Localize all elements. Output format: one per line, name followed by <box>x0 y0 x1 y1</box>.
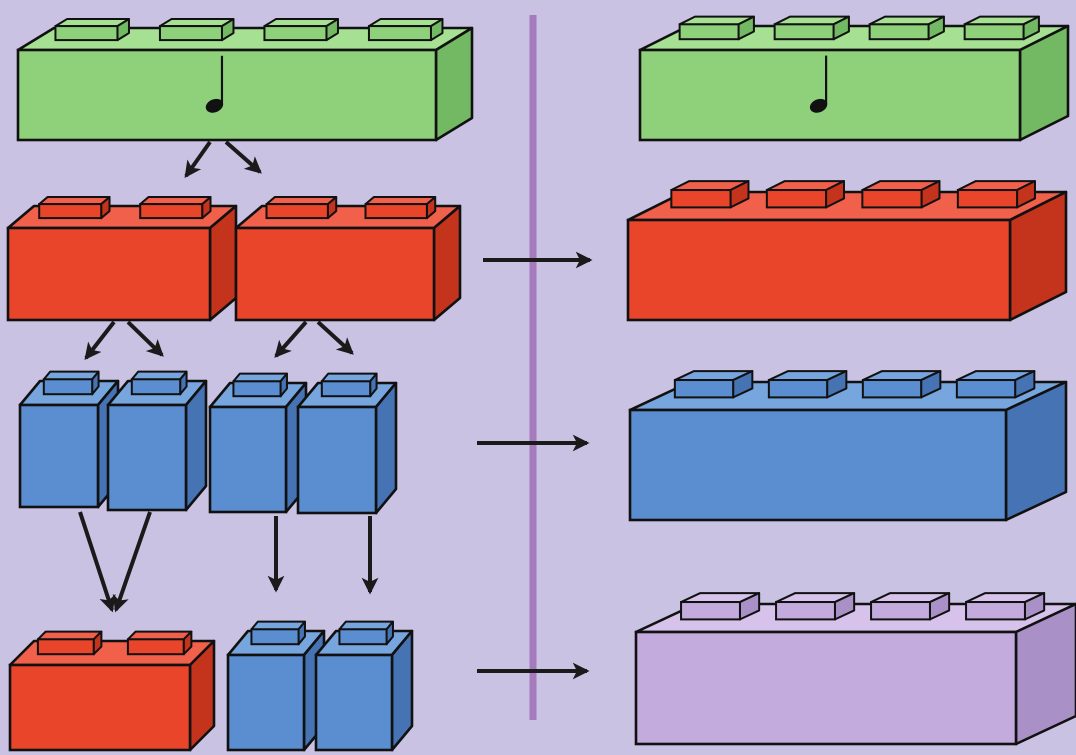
arrow <box>184 140 212 179</box>
mixed-row <box>8 620 414 752</box>
brick-front-face <box>626 218 1012 322</box>
green-equivalent <box>638 15 1070 142</box>
brick-stud <box>158 18 235 42</box>
brick-stud <box>263 18 339 42</box>
blue-brick-4-stud <box>628 370 1068 522</box>
green-brick-4-stud <box>16 18 474 142</box>
brick-stud <box>670 180 750 209</box>
brick-front-face <box>8 663 192 752</box>
quarter-note-row <box>18 370 398 515</box>
arrow <box>84 320 116 360</box>
right-column <box>626 15 1076 746</box>
brick-stud <box>54 18 130 42</box>
brick-front-face <box>296 405 378 515</box>
brick-front-face <box>638 48 1022 142</box>
brick-stud <box>870 592 951 621</box>
brick-front-face <box>6 226 212 322</box>
brick-stud <box>963 15 1040 41</box>
arrow <box>224 140 262 174</box>
brick-stud <box>861 180 941 209</box>
quarter-note-icon <box>809 55 828 113</box>
arrow <box>112 511 152 613</box>
brick-stud <box>126 630 193 656</box>
blue-brick-1-stud <box>18 370 120 509</box>
brick-front-face <box>314 653 394 752</box>
brick-front-face <box>634 630 1018 746</box>
purple-brick-4-stud <box>634 592 1076 746</box>
brick-stud <box>338 620 394 646</box>
purple-equivalent <box>634 592 1076 746</box>
blue-brick-1-stud <box>296 372 398 515</box>
brick-side-face <box>374 381 398 515</box>
brick-side-face <box>432 204 462 322</box>
arrow <box>316 320 354 355</box>
brick-stud <box>861 370 942 399</box>
red-brick-2-stud <box>8 630 216 752</box>
brick-stud <box>265 196 338 220</box>
blue-brick-1-stud <box>226 620 326 752</box>
brick-stud <box>955 370 1036 399</box>
arrow <box>78 511 116 613</box>
arrow <box>126 320 164 357</box>
brick-stud <box>139 196 212 220</box>
brick-stud <box>765 180 845 209</box>
brick-stud <box>38 196 111 220</box>
brick-front-face <box>226 653 306 752</box>
brick-stud <box>367 18 444 42</box>
brick-stud <box>956 180 1036 209</box>
blue-equivalent <box>628 370 1068 522</box>
brick-front-face <box>106 403 188 512</box>
brick-stud <box>678 15 755 41</box>
brick-stud <box>965 592 1046 621</box>
brick-stud <box>42 370 100 396</box>
red-brick-4-stud <box>626 180 1068 322</box>
brick-side-face <box>184 379 208 512</box>
arrows-group <box>78 140 593 680</box>
half-note-row <box>6 196 462 322</box>
whole-note-row <box>16 18 474 142</box>
left-column <box>6 18 474 752</box>
red-equivalent <box>626 180 1068 322</box>
red-brick-2-stud <box>6 196 238 322</box>
brick-stud <box>130 370 188 396</box>
brick-stud <box>775 592 856 621</box>
brick-front-face <box>208 405 288 514</box>
arrow <box>274 320 308 358</box>
brick-front-face <box>234 226 436 322</box>
blue-brick-1-stud <box>106 370 208 512</box>
brick-stud <box>320 372 378 398</box>
brick-stud <box>868 15 945 41</box>
green-brick-4-stud <box>638 15 1070 142</box>
brick-front-face <box>16 48 438 142</box>
brick-stud <box>767 370 848 399</box>
brick-stud <box>250 620 306 646</box>
brick-front-face <box>628 408 1008 522</box>
quarter-note-icon <box>205 55 224 113</box>
blue-brick-1-stud <box>314 620 414 752</box>
brick-side-face <box>208 204 238 322</box>
brick-stud <box>773 15 850 41</box>
brick-stud <box>364 196 437 220</box>
brick-stud <box>680 592 761 621</box>
brick-front-face <box>18 403 100 509</box>
red-brick-2-stud <box>234 196 462 322</box>
brick-stud <box>673 370 754 399</box>
brick-stud <box>232 372 288 398</box>
blue-brick-1-stud <box>208 372 308 514</box>
brick-stud <box>36 630 103 656</box>
